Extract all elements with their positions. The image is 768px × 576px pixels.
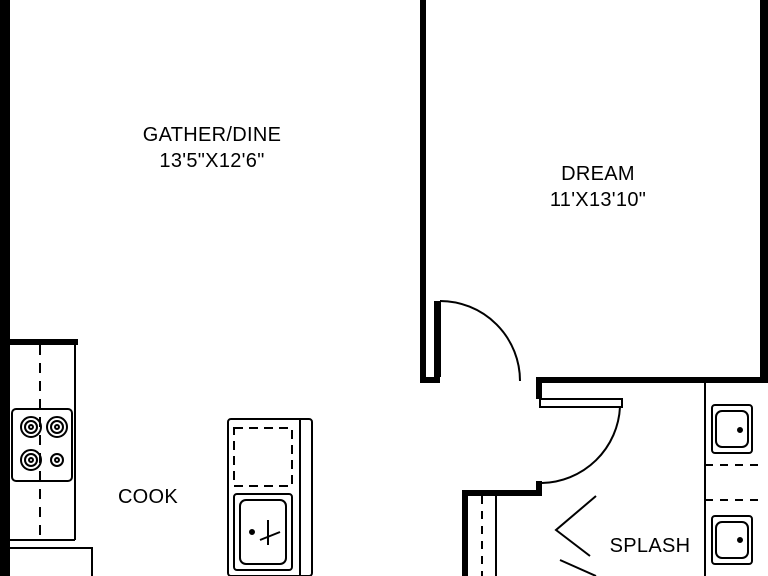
dishwasher-icon: [233, 427, 293, 487]
thin-lines: [10, 345, 760, 576]
wall-splash-left: [462, 490, 468, 576]
wall-dream-bottom: [536, 377, 768, 383]
room-label-gather-dine: GATHER/DINE 13'5"X12'6": [112, 122, 312, 174]
door-closet-bifold: [554, 495, 597, 576]
wall-door-stub-base: [420, 377, 440, 383]
kitchen-island: [227, 418, 313, 576]
bath-sinks: [711, 404, 753, 565]
room-name: GATHER/DINE: [142, 124, 282, 146]
room-label-dream: DREAM 11'X13'10": [498, 161, 698, 213]
wall-dream-left: [420, 0, 426, 383]
room-name: DREAM: [561, 163, 635, 185]
wall-kitchen-top: [0, 339, 78, 345]
bath-sink-icon: [711, 404, 753, 454]
wall-door-stub: [434, 301, 440, 383]
wall-bath-door-jamb: [536, 383, 542, 399]
room-size: 11'X13'10": [549, 189, 647, 211]
room-name: SPLASH: [609, 535, 691, 557]
door-dream: [439, 300, 521, 382]
wall-bath-door-jamb-lower: [536, 481, 542, 495]
sink-icon: [233, 493, 293, 571]
kitchen-lower-cabinet: [10, 547, 93, 576]
wall-splash-top: [462, 490, 542, 496]
wall-dream-right: [760, 0, 768, 383]
room-name: COOK: [117, 486, 179, 508]
door-bath: [539, 398, 623, 484]
room-size: 13'5"X12'6": [159, 150, 265, 172]
wall-left-exterior: [0, 0, 10, 576]
room-label-cook: COOK: [98, 484, 198, 510]
room-label-splash: SPLASH: [590, 533, 710, 559]
cooktop-icon: [11, 408, 73, 482]
bath-sink-icon: [711, 515, 753, 565]
